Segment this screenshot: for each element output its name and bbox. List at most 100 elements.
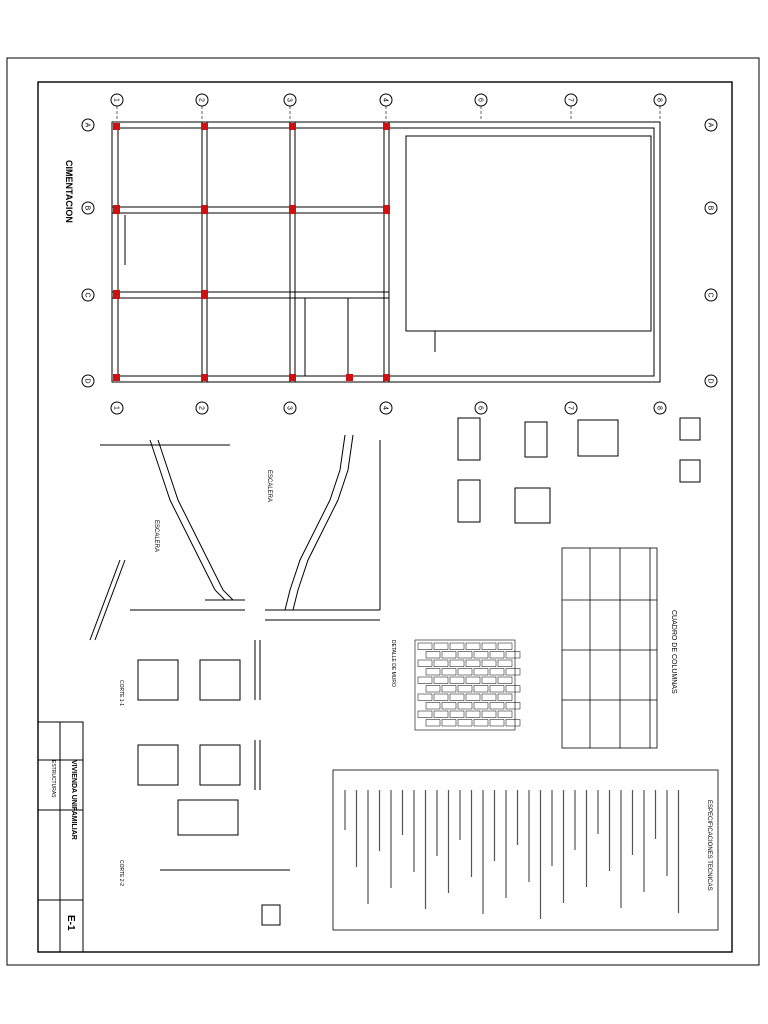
brick (505, 702, 521, 710)
brick (457, 719, 473, 727)
grid-bottom-2 (195, 401, 209, 415)
brick (457, 668, 473, 676)
brick (449, 710, 465, 718)
brick (425, 668, 441, 676)
brick (441, 719, 457, 727)
column-details (457, 417, 701, 524)
stair-1-label: ESCALERA (153, 520, 159, 552)
grid-left-A-label: A (84, 123, 91, 128)
brick (465, 693, 481, 701)
stair-detail-1 (89, 439, 245, 641)
grid-bottom-3 (283, 401, 297, 415)
grid-bottom-6-label: 6 (477, 406, 484, 410)
grid-top-1-label: 1 (113, 98, 120, 102)
brick (497, 676, 513, 684)
brick (433, 676, 449, 684)
brick (449, 659, 465, 667)
grid-top-3-label: 3 (286, 98, 293, 102)
brick (417, 676, 433, 684)
outer-border (6, 57, 760, 966)
technical-notes (332, 769, 719, 931)
brick (505, 685, 521, 693)
grid-top-6-label: 6 (477, 98, 484, 102)
grid-left-axis: A B C D (81, 118, 95, 388)
project-subtitle: ESTRUCTURAS (50, 760, 56, 798)
grid-right-D-label: D (707, 378, 714, 383)
brick (481, 676, 497, 684)
brick (473, 685, 489, 693)
grid-left-D (81, 374, 95, 388)
grid-left-B (81, 201, 95, 215)
brick (465, 642, 481, 650)
grid-right-B (704, 201, 718, 215)
table-title: CUADRO DE COLUMNAS (670, 610, 677, 694)
brick (457, 651, 473, 659)
brick (457, 685, 473, 693)
brick (433, 693, 449, 701)
brick (505, 719, 521, 727)
column-table (561, 547, 658, 749)
brick (449, 693, 465, 701)
brick (497, 642, 513, 650)
section-1-label: CORTE 1-1 (118, 680, 124, 706)
brick (441, 651, 457, 659)
brick (473, 719, 489, 727)
brick (489, 685, 505, 693)
grid-right-A-label: A (707, 123, 714, 128)
grid-right-A (704, 118, 718, 132)
brick (489, 668, 505, 676)
grid-left-B-label: B (84, 206, 91, 211)
brick (497, 659, 513, 667)
brick-pattern (417, 642, 521, 727)
grid-left-A (81, 118, 95, 132)
brick (425, 685, 441, 693)
section-2-label: CORTE 2-2 (118, 860, 124, 886)
inner-border (37, 81, 733, 953)
stair-2-label: ESCALERA (266, 470, 272, 502)
brick (425, 719, 441, 727)
grid-bottom-4 (379, 401, 393, 415)
grid-bottom-1 (110, 401, 124, 415)
grid-right-C-label: C (707, 292, 714, 297)
brick (465, 659, 481, 667)
grid-bottom-8-label: 8 (656, 406, 663, 410)
brick (473, 651, 489, 659)
brick (417, 693, 433, 701)
wall-detail-label: DETALLE DE MURO (390, 640, 396, 687)
brick (489, 719, 505, 727)
brick (497, 693, 513, 701)
brick (481, 642, 497, 650)
grid-bottom-8 (653, 401, 667, 415)
grid-bottom-4-label: 4 (382, 406, 389, 410)
brick (441, 668, 457, 676)
brick (465, 676, 481, 684)
brick (449, 676, 465, 684)
brick (417, 659, 433, 667)
brick (489, 651, 505, 659)
brick (481, 659, 497, 667)
grid-left-C (81, 288, 95, 302)
notes-text-lines (344, 790, 680, 919)
foundation-plan (111, 121, 661, 383)
grid-bottom-6 (474, 401, 488, 415)
brick (457, 702, 473, 710)
brick (449, 642, 465, 650)
grid-top-4-label: 4 (382, 98, 389, 102)
brick (441, 685, 457, 693)
brick (481, 693, 497, 701)
brick (425, 702, 441, 710)
brick (505, 668, 521, 676)
brick (425, 651, 441, 659)
grid-top-8-label: 8 (656, 98, 663, 102)
footing-sections (137, 640, 290, 926)
grid-top-7-label: 7 (567, 98, 574, 102)
brick (433, 642, 449, 650)
grid-left-C-label: C (84, 292, 91, 297)
brick (473, 702, 489, 710)
grid-left-D-label: D (84, 378, 91, 383)
project-title: VIVIENDA UNIFAMILIAR (70, 760, 77, 840)
